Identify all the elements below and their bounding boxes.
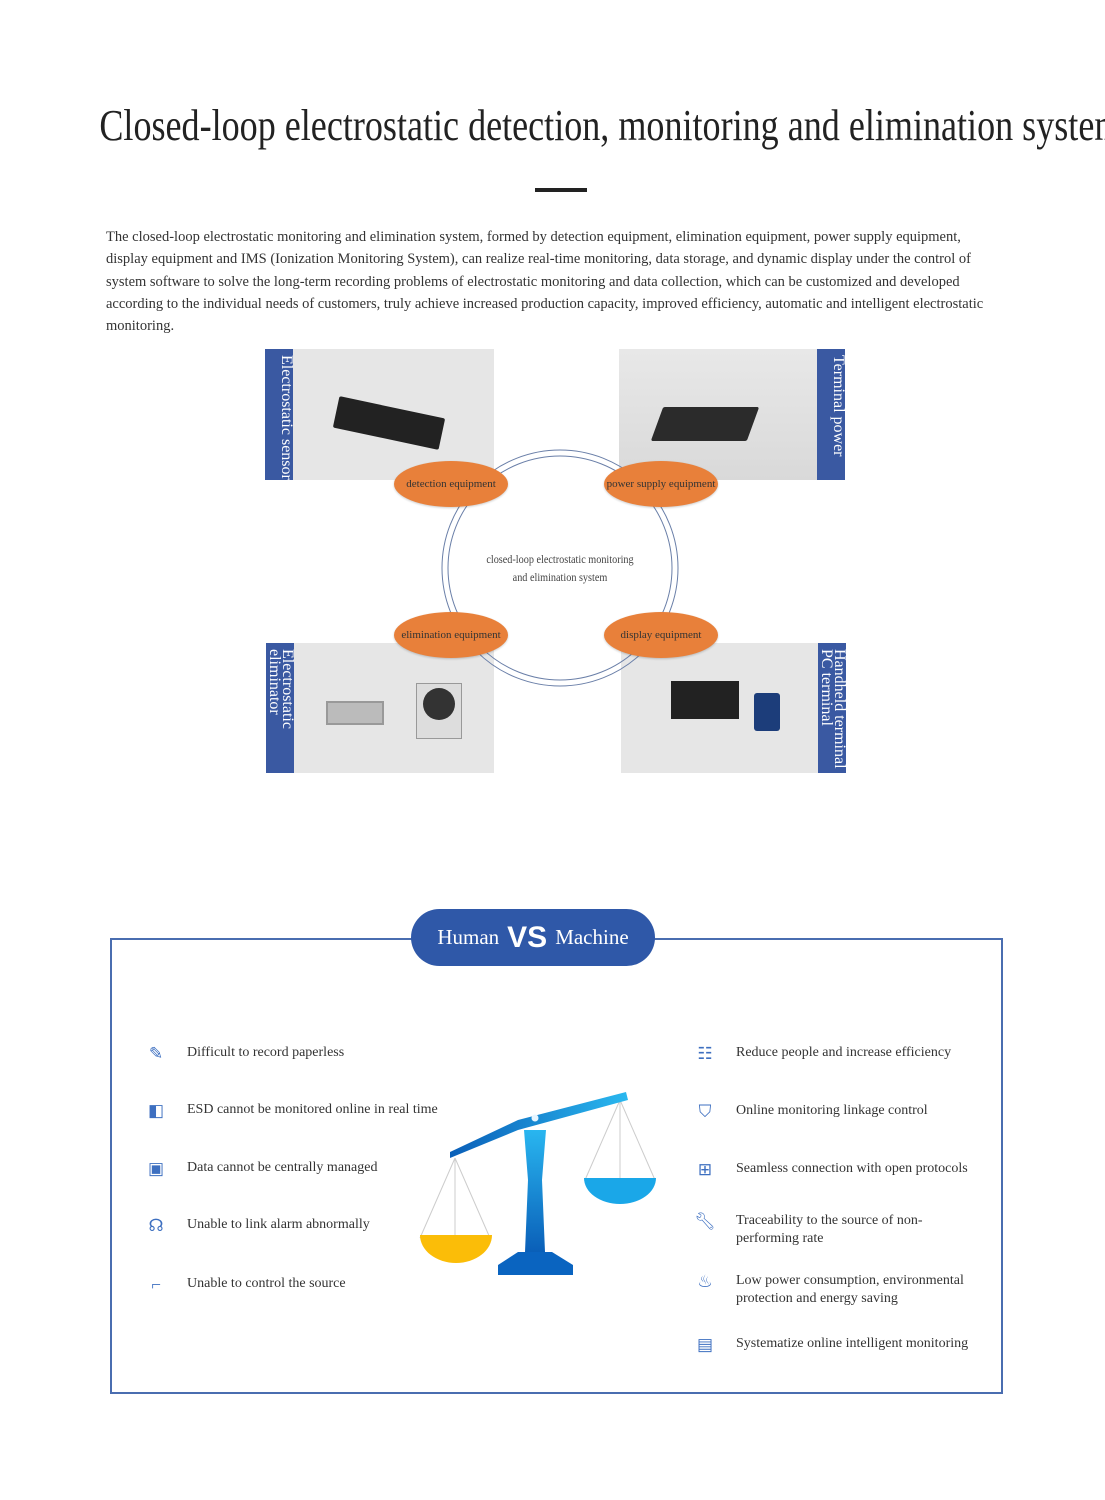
- balance-scale-illustration: [419, 1092, 656, 1275]
- ion-fan-image: [416, 683, 462, 739]
- pc-monitor-image: [671, 681, 739, 719]
- machine-label: Machine: [555, 925, 629, 949]
- node-power-supply-equipment: power supply equipment: [604, 461, 718, 507]
- handheld-device-image: [754, 693, 780, 731]
- loop-center-label: closed-loop electrostatic monitoring and…: [475, 550, 645, 586]
- ion-bar-image: [326, 701, 384, 725]
- panel-electrostatic-sensor: Electrostatic sensor: [265, 349, 494, 480]
- faucet-icon: ⌐: [151, 1275, 161, 1294]
- machine-item: Reduce people and increase efficiency: [736, 1045, 952, 1060]
- human-item: ESD cannot be monitored online in real t…: [187, 1102, 438, 1117]
- intro-paragraph: The closed-loop electrostatic monitoring…: [106, 229, 984, 335]
- windows-icon: ⊞: [697, 1160, 713, 1179]
- loop-circle: [441, 449, 679, 687]
- alarm-icon: ☊: [148, 1216, 164, 1235]
- panel-label: Handheld terminal PC terminal: [818, 643, 848, 773]
- center-line-1: closed-loop electrostatic monitoring: [486, 552, 634, 566]
- human-item: Data cannot be centrally managed: [187, 1160, 378, 1175]
- human-item: Difficult to record paperless: [187, 1045, 345, 1060]
- panel-label: Electrostatic sensor: [265, 349, 295, 480]
- panel-handheld-pc-terminal: Handheld terminal PC terminal: [621, 643, 848, 773]
- vs-label: VS: [507, 920, 548, 954]
- comparison-header: Human VS Machine: [411, 909, 655, 966]
- people-icon: ☷: [697, 1044, 713, 1063]
- center-line-2: and elimination system: [512, 570, 608, 584]
- machine-item: Low power consumption, environmental pro…: [736, 1273, 964, 1306]
- node-elimination-equipment: elimination equipment: [394, 612, 508, 658]
- machine-item: Traceability to the source of non-perfor…: [736, 1213, 923, 1246]
- machine-item: Seamless connection with open protocols: [736, 1161, 968, 1176]
- human-item: Unable to link alarm abnormally: [187, 1217, 370, 1232]
- panel-terminal-power: Terminal power: [619, 349, 847, 480]
- page-title: Closed-loop electrostatic detection, mon…: [99, 101, 1105, 150]
- node-detection-equipment: detection equipment: [394, 461, 508, 507]
- energy-bulb-icon: ♨: [697, 1272, 713, 1291]
- laptop-chart-icon: ▣: [147, 1159, 165, 1178]
- human-label: Human: [437, 925, 500, 949]
- panel-label: Terminal power: [817, 349, 847, 480]
- paper-pen-icon: ✎: [148, 1044, 164, 1063]
- ai-document-icon: ▤: [696, 1335, 714, 1354]
- panel-label: Electrostatic eliminator: [266, 643, 296, 773]
- camera-icon: ◧: [147, 1101, 165, 1120]
- panel-electrostatic-eliminator: Electrostatic eliminator: [266, 643, 494, 773]
- machine-item: Online monitoring linkage control: [736, 1103, 928, 1118]
- shield-monitor-icon: ⛉: [698, 1102, 712, 1121]
- title-divider: [535, 188, 587, 192]
- node-display-equipment: display equipment: [604, 612, 718, 658]
- wrench-icon: 🔧︎: [694, 1212, 716, 1231]
- machine-item: Systematize online intelligent monitorin…: [736, 1336, 969, 1351]
- human-item: Unable to control the source: [187, 1276, 346, 1291]
